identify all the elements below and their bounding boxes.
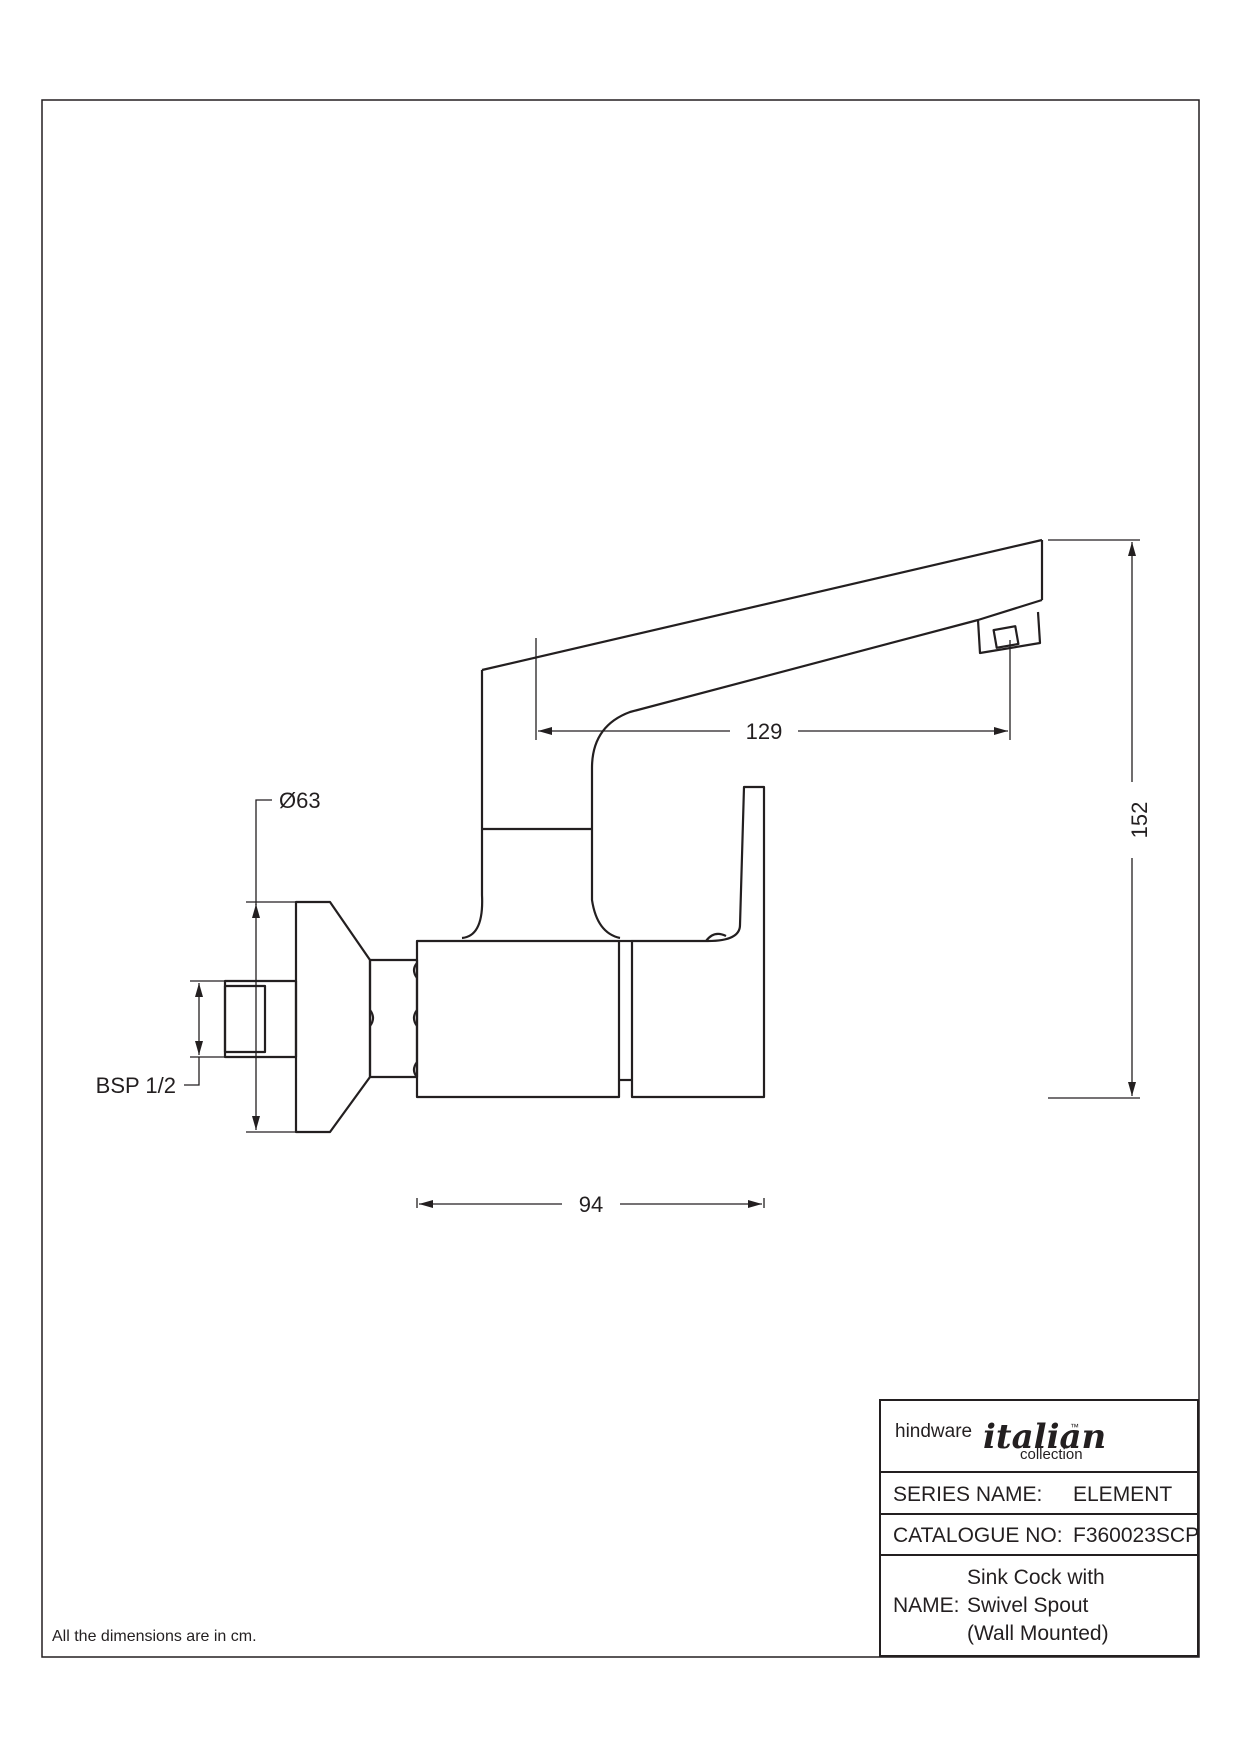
connector-detail-4	[412, 1061, 418, 1078]
svg-text:hindware: hindware	[895, 1421, 972, 1442]
dimension-labels: 129 152 Ø63 BSP 1/2 94	[96, 719, 1152, 1217]
title-block: hindware italian collection ™ SERIES NAM…	[879, 1399, 1199, 1657]
dimension-lines	[184, 539, 1140, 1208]
mixer-body	[415, 939, 621, 1099]
faucet-drawing	[223, 538, 1044, 1134]
thread-inner	[223, 984, 267, 1054]
dim-flange-label: Ø63	[279, 788, 321, 813]
dim-body-label: 94	[579, 1192, 603, 1217]
lever-handle	[630, 785, 766, 1099]
catalogue-no-value: F360023SCP	[1073, 1524, 1199, 1547]
sheet-border	[41, 99, 1200, 1658]
thread-pipe	[223, 979, 298, 1059]
brand-logo: hindware italian collection ™	[895, 1417, 1106, 1463]
dim-height-label: 152	[1127, 802, 1152, 839]
aerator-insert	[992, 625, 1020, 649]
connector-detail-3	[412, 962, 418, 979]
eccentric-connector	[368, 958, 419, 1079]
series-name-value: ELEMENT	[1073, 1483, 1172, 1506]
dim-thread-leader	[184, 1057, 200, 1086]
svg-text:collection: collection	[1020, 1446, 1083, 1463]
swivel-spout	[461, 538, 1044, 940]
product-name-label: NAME:	[893, 1594, 960, 1617]
dim-reach-label: 129	[746, 719, 783, 744]
catalogue-no-label: CATALOGUE NO:	[893, 1524, 1063, 1547]
product-name-line-3: (Wall Mounted)	[967, 1622, 1109, 1645]
product-name-line-2: Swivel Spout	[967, 1594, 1089, 1617]
connector-detail-2	[412, 1009, 418, 1027]
wall-flange	[294, 900, 372, 1134]
svg-text:™: ™	[1070, 1422, 1079, 1432]
svg-text:italian: italian	[983, 1417, 1106, 1457]
units-note: All the dimensions are in cm.	[52, 1628, 257, 1645]
dim-flange-leader	[255, 799, 272, 905]
lever-detail	[705, 932, 727, 942]
dim-thread-label: BSP 1/2	[96, 1073, 176, 1098]
product-name-line-1: Sink Cock with	[967, 1566, 1105, 1589]
series-name-label: SERIES NAME:	[893, 1483, 1042, 1506]
